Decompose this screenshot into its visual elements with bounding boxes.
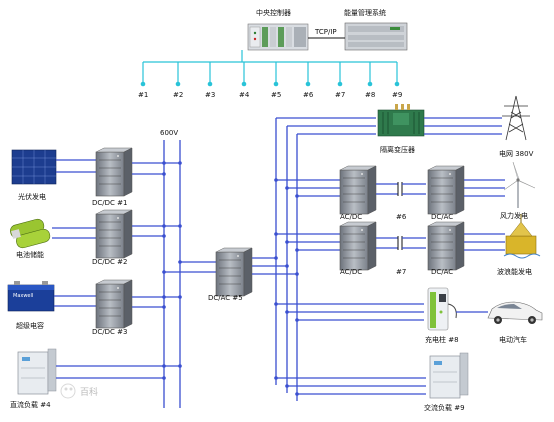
port-label-5: #5 bbox=[271, 91, 281, 99]
dcdc1-label: DC/DC #1 bbox=[92, 199, 127, 207]
dc-load-cabinet-icon bbox=[17, 348, 57, 395]
port-label-2: #2 bbox=[173, 91, 183, 99]
ems-label: 能量管理系统 bbox=[344, 8, 386, 17]
charger-label: 充电柱 #8 bbox=[425, 335, 459, 344]
transformer-icon bbox=[377, 104, 425, 137]
port-label-6: #6 bbox=[303, 91, 314, 99]
dcac7-label: DC/AC bbox=[431, 268, 453, 276]
row7-tag: #7 bbox=[396, 268, 406, 276]
wind-turbine-icon bbox=[503, 161, 536, 208]
ac-load-cabinet-icon bbox=[429, 352, 469, 399]
dcac5-label: DC/AC #5 bbox=[208, 294, 243, 302]
electric-car-icon bbox=[487, 301, 543, 324]
watermark-logo bbox=[60, 383, 76, 399]
transformer-label: 隔离变压器 bbox=[380, 145, 415, 154]
dc-bus bbox=[163, 140, 181, 408]
ac-bus bbox=[275, 118, 298, 401]
central-controller-label: 中央控制器 bbox=[256, 8, 291, 17]
battery-label: 电池储能 bbox=[16, 250, 44, 259]
acdc7-cabinet-icon bbox=[339, 221, 377, 271]
dcdc3-cabinet-icon bbox=[95, 279, 133, 329]
acdc6-label: AC/DC bbox=[340, 213, 362, 221]
supercap-icon bbox=[7, 281, 55, 312]
comm-network: #1 #2 #3 #4 #5 #6 #7 #8 #9 bbox=[138, 50, 402, 99]
tcpip-label: TCP/IP bbox=[314, 28, 337, 36]
grid-label: 电网 380V bbox=[499, 149, 534, 158]
battery-icon bbox=[10, 218, 51, 249]
ev-label: 电动汽车 bbox=[499, 335, 527, 344]
supercap-label: 超级电容 bbox=[16, 321, 44, 330]
dcac6-cabinet-icon bbox=[427, 165, 465, 215]
port-label-3: #3 bbox=[205, 91, 215, 99]
port-label-4: #4 bbox=[239, 91, 250, 99]
row6-tag: #6 bbox=[396, 213, 407, 221]
dcdc1-cabinet-icon bbox=[95, 147, 133, 197]
central-controller-icon bbox=[247, 23, 309, 51]
dcac6-label: DC/AC bbox=[431, 213, 453, 221]
pv-label: 光伏发电 bbox=[18, 192, 46, 201]
wind-label: 风力发电 bbox=[500, 211, 528, 220]
port-label-9: #9 bbox=[392, 91, 402, 99]
ac-load-label: 交流负载 #9 bbox=[424, 403, 465, 412]
dcac7-cabinet-icon bbox=[427, 221, 465, 271]
dcac5-cabinet-icon bbox=[215, 247, 253, 297]
acdc6-cabinet-icon bbox=[339, 165, 377, 215]
port-label-1: #1 bbox=[138, 91, 148, 99]
port-label-8: #8 bbox=[365, 91, 375, 99]
acdc7-label: AC/DC bbox=[340, 268, 362, 276]
wave-label: 波浪能发电 bbox=[497, 267, 532, 276]
dcdc3-label: DC/DC #3 bbox=[92, 328, 127, 336]
dc-load-label: 直流负载 #4 bbox=[10, 400, 51, 409]
watermark-text: 百科 bbox=[80, 386, 98, 398]
grid-tower-icon bbox=[502, 95, 530, 141]
dc-bus-voltage-label: 600V bbox=[160, 129, 178, 137]
port-label-7: #7 bbox=[335, 91, 345, 99]
charging-pile-icon bbox=[427, 287, 457, 331]
ems-server-icon bbox=[344, 22, 408, 51]
maxwell-brand: Maxwell bbox=[13, 293, 33, 299]
pv-panel-icon bbox=[11, 149, 57, 185]
dcdc2-cabinet-icon bbox=[95, 209, 133, 259]
wave-generator-icon bbox=[503, 214, 541, 259]
dcdc2-label: DC/DC #2 bbox=[92, 258, 127, 266]
